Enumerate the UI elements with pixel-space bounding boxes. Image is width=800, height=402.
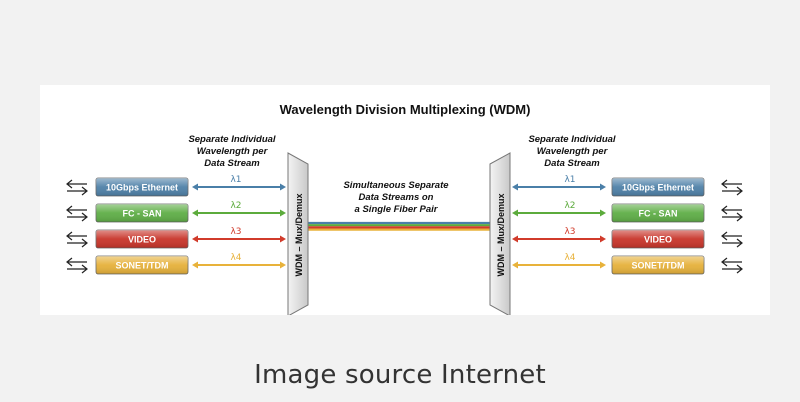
left-channel-box-2-shine	[96, 204, 188, 222]
right-note-line-3: Data Stream	[544, 158, 600, 169]
left-wave-arrow-3-head-left	[192, 235, 198, 243]
center-note-line-2: Data Streams on	[359, 192, 434, 203]
left-note-line-1: Separate Individual	[188, 134, 275, 145]
left-channel-box-4-shine	[96, 256, 188, 274]
left-channel-label-3: VIDEO	[128, 235, 156, 245]
right-wave-arrow-2-head-left	[512, 209, 518, 217]
right-wave-arrow-1-head-right	[600, 183, 606, 191]
right-io-4-arrow-right-head	[736, 264, 743, 274]
right-channel-label-2: FC - SAN	[639, 209, 678, 219]
right-channel-label-4: SONET/TDM	[632, 261, 685, 271]
left-channel-label-4: SONET/TDM	[116, 261, 169, 271]
center-note-line-1: Simultaneous Separate	[343, 180, 449, 191]
left-wave-arrow-4-head-left	[192, 261, 198, 269]
right-note-line-1: Separate Individual	[528, 134, 615, 145]
left-wave-arrow-2-head-right	[280, 209, 286, 217]
wdm-diagram-svg: Wavelength Division Multiplexing (WDM) S…	[66, 102, 743, 315]
right-channel-box-4-shine	[612, 256, 704, 274]
right-channel-label-1: 10Gbps Ethernet	[622, 183, 694, 193]
left-wave-arrow-1-head-right	[280, 183, 286, 191]
left-lambda-2: λ2	[230, 201, 241, 211]
left-note-line-2: Wavelength per	[197, 146, 269, 157]
right-channel-box-1-shine	[612, 178, 704, 196]
left-io-1-arrow-left-head	[66, 179, 73, 189]
left-io-3-arrow-left-head	[66, 231, 73, 241]
left-io-4-arrow-right-head	[81, 264, 88, 274]
left-io-2-arrow-left-head	[66, 205, 73, 215]
left-lambda-4: λ4	[230, 253, 241, 263]
right-io-3-arrow-left-head	[721, 231, 728, 241]
left-channel-label-2: FC - SAN	[123, 209, 162, 219]
center-note-line-3: a Single Fiber Pair	[355, 204, 439, 215]
left-channel-box-3-shine	[96, 230, 188, 248]
right-io-2-arrow-right-head	[736, 212, 743, 222]
fiber-pair	[308, 221, 490, 231]
right-lambda-3: λ3	[564, 227, 575, 237]
channels: 10Gbps Ethernet λ1 λ1 10Gbps Ethernet FC - S…	[66, 175, 743, 275]
left-wave-arrow-2-head-left	[192, 209, 198, 217]
right-io-4-arrow-left-head	[721, 257, 728, 267]
right-mux-demux	[489, 152, 511, 315]
left-channel-box-1-shine	[96, 178, 188, 196]
right-wave-arrow-4-head-left	[512, 261, 518, 269]
diagram-title: Wavelength Division Multiplexing (WDM)	[280, 102, 531, 117]
left-wave-arrow-3-head-right	[280, 235, 286, 243]
left-channel-label-1: 10Gbps Ethernet	[106, 183, 178, 193]
right-wave-arrow-3-head-right	[600, 235, 606, 243]
right-channel-label-3: VIDEO	[644, 235, 672, 245]
left-note-line-3: Data Stream	[204, 158, 260, 169]
left-io-3-arrow-right-head	[81, 238, 88, 248]
image-caption: Image source Internet	[254, 360, 546, 390]
right-wave-arrow-1-head-left	[512, 183, 518, 191]
left-lambda-3: λ3	[230, 227, 241, 237]
left-io-2-arrow-right-head	[81, 212, 88, 222]
left-mux-demux	[287, 152, 309, 315]
right-mux-label: WDM – Mux/Demux	[496, 193, 506, 276]
right-io-2-arrow-left-head	[721, 205, 728, 215]
wdm-diagram: Wavelength Division Multiplexing (WDM) S…	[40, 85, 770, 315]
left-lambda-1: λ1	[230, 175, 241, 185]
right-wave-arrow-3-head-left	[512, 235, 518, 243]
left-io-4-arrow-left-head	[66, 257, 73, 267]
right-channel-box-2-shine	[612, 204, 704, 222]
right-wave-arrow-2-head-right	[600, 209, 606, 217]
right-io-1-arrow-right-head	[736, 186, 743, 196]
left-wave-arrow-4-head-right	[280, 261, 286, 269]
right-note-line-2: Wavelength per	[537, 146, 609, 157]
right-lambda-1: λ1	[564, 175, 575, 185]
right-io-3-arrow-right-head	[736, 238, 743, 248]
right-channel-box-3-shine	[612, 230, 704, 248]
left-wave-arrow-1-head-left	[192, 183, 198, 191]
right-lambda-2: λ2	[564, 201, 575, 211]
right-lambda-4: λ4	[564, 253, 575, 263]
left-io-1-arrow-right-head	[81, 186, 88, 196]
right-io-1-arrow-left-head	[721, 179, 728, 189]
left-mux-label: WDM – Mux/Demux	[294, 193, 304, 276]
right-wave-arrow-4-head-right	[600, 261, 606, 269]
